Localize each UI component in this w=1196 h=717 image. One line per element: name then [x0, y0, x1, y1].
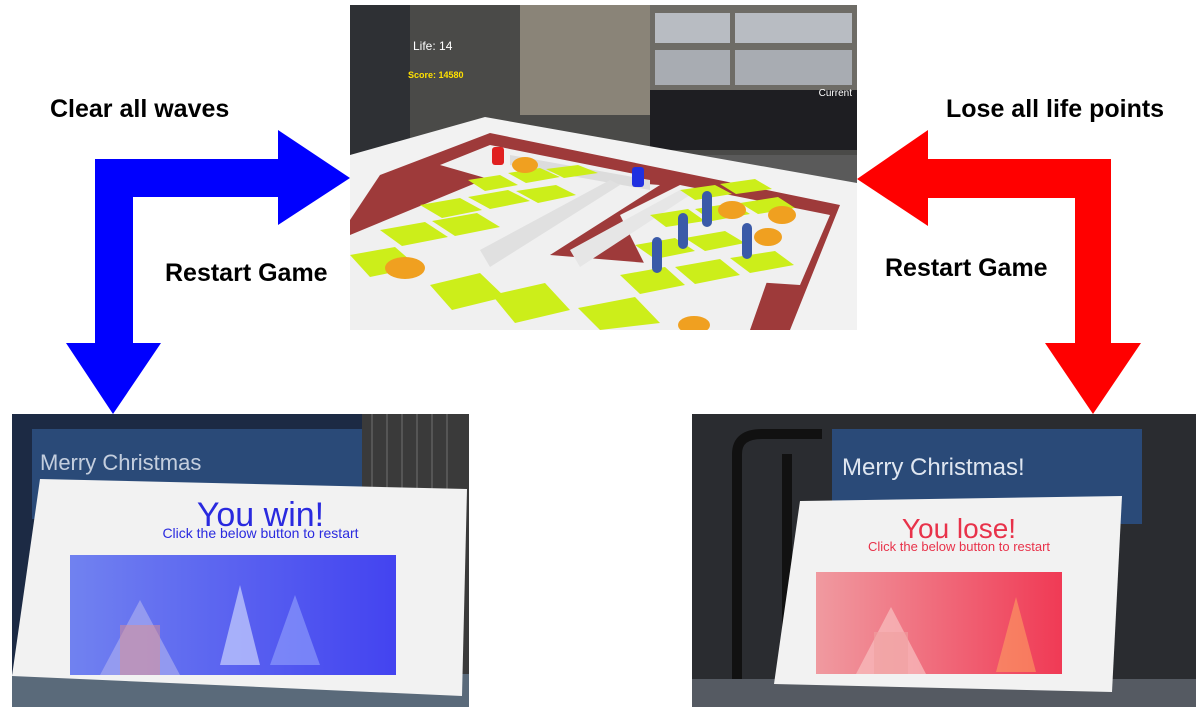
- win-subtitle: Click the below button to restart: [162, 525, 359, 541]
- restart-button-lose[interactable]: [816, 572, 1062, 674]
- lose-screenshot: Merry Christmas! You lose! Click the bel…: [692, 414, 1196, 707]
- win-screenshot: You win! Click the below button to resta…: [12, 414, 469, 707]
- restart-game-right-label: Restart Game: [885, 254, 1048, 282]
- lose-background-text: Merry Christmas!: [842, 454, 1025, 481]
- blue-arrow: [66, 130, 350, 414]
- current-wave-label: Current: [818, 88, 852, 99]
- clear-waves-label: Clear all waves: [50, 95, 230, 123]
- win-background-text: Merry Christmas: [40, 450, 202, 475]
- lose-title: You lose!: [901, 513, 1017, 544]
- restart-button-art-lose: [856, 597, 1036, 674]
- restart-button-art: [100, 585, 320, 675]
- score-counter: Score: 14580: [408, 70, 464, 80]
- win-title: You win!: [196, 496, 325, 534]
- game-scene: [350, 5, 857, 330]
- red-arrow: [857, 130, 1141, 414]
- restart-button-win[interactable]: [70, 555, 396, 675]
- lose-subtitle: Click the below button to restart: [867, 539, 1051, 554]
- restart-game-left-label: Restart Game: [165, 259, 328, 287]
- life-counter: Life: 14: [413, 39, 453, 53]
- game-screenshot: Life: 14 Score: 14580 Current: [350, 5, 857, 330]
- lose-life-label: Lose all life points: [946, 95, 1165, 123]
